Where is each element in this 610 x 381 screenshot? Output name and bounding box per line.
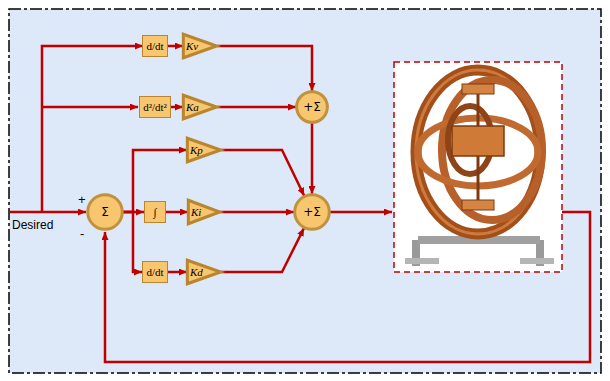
signal-connector xyxy=(168,45,183,48)
node-text: ∫ xyxy=(153,206,156,218)
signal-connector xyxy=(221,228,304,272)
gain-triangle: Ki xyxy=(188,200,220,224)
derivative-block: d/dt xyxy=(142,35,168,57)
signal-connector xyxy=(311,123,314,194)
node-text: Ki xyxy=(188,206,201,218)
node-text: Kv xyxy=(183,40,198,52)
node-text: d/dt xyxy=(146,266,163,278)
signal-connector xyxy=(220,211,294,214)
signal-connector xyxy=(171,106,183,109)
summing-junction: Σ xyxy=(87,194,123,230)
derivative-block: d/dt xyxy=(142,261,168,283)
node-text: Kp xyxy=(187,144,203,156)
signal-connector xyxy=(123,212,142,272)
plant-illustration xyxy=(394,62,562,272)
input-wires xyxy=(10,46,143,212)
node-text: Kd xyxy=(187,266,203,278)
node-text: +Σ xyxy=(303,205,321,219)
signal-connector xyxy=(166,211,188,214)
node-text: +Σ xyxy=(303,100,321,114)
node-text: d²/dt² xyxy=(143,101,167,113)
panel-ground xyxy=(9,9,601,373)
signal-connector xyxy=(221,150,304,196)
summing-junction: +Σ xyxy=(296,91,328,123)
signal-connector xyxy=(217,106,296,109)
second-derivative-block: d²/dt² xyxy=(139,96,171,118)
sign-mark: - xyxy=(80,226,84,241)
sign-mark: + xyxy=(78,192,86,207)
node-text: Σ xyxy=(101,205,109,219)
node-text: Ka xyxy=(183,101,199,113)
summing-junction: +Σ xyxy=(294,194,330,230)
signal-connector xyxy=(168,271,187,274)
signal-name: Desired xyxy=(12,218,53,232)
gain-triangle: Ka xyxy=(183,95,217,119)
gain-triangle: Kd xyxy=(187,260,221,284)
gain-triangle: Kp xyxy=(187,138,221,162)
node-text: d/dt xyxy=(146,40,163,52)
gain-triangle: Kv xyxy=(183,34,217,58)
integrator-block: ∫ xyxy=(144,201,166,223)
signal-connector xyxy=(217,46,312,91)
